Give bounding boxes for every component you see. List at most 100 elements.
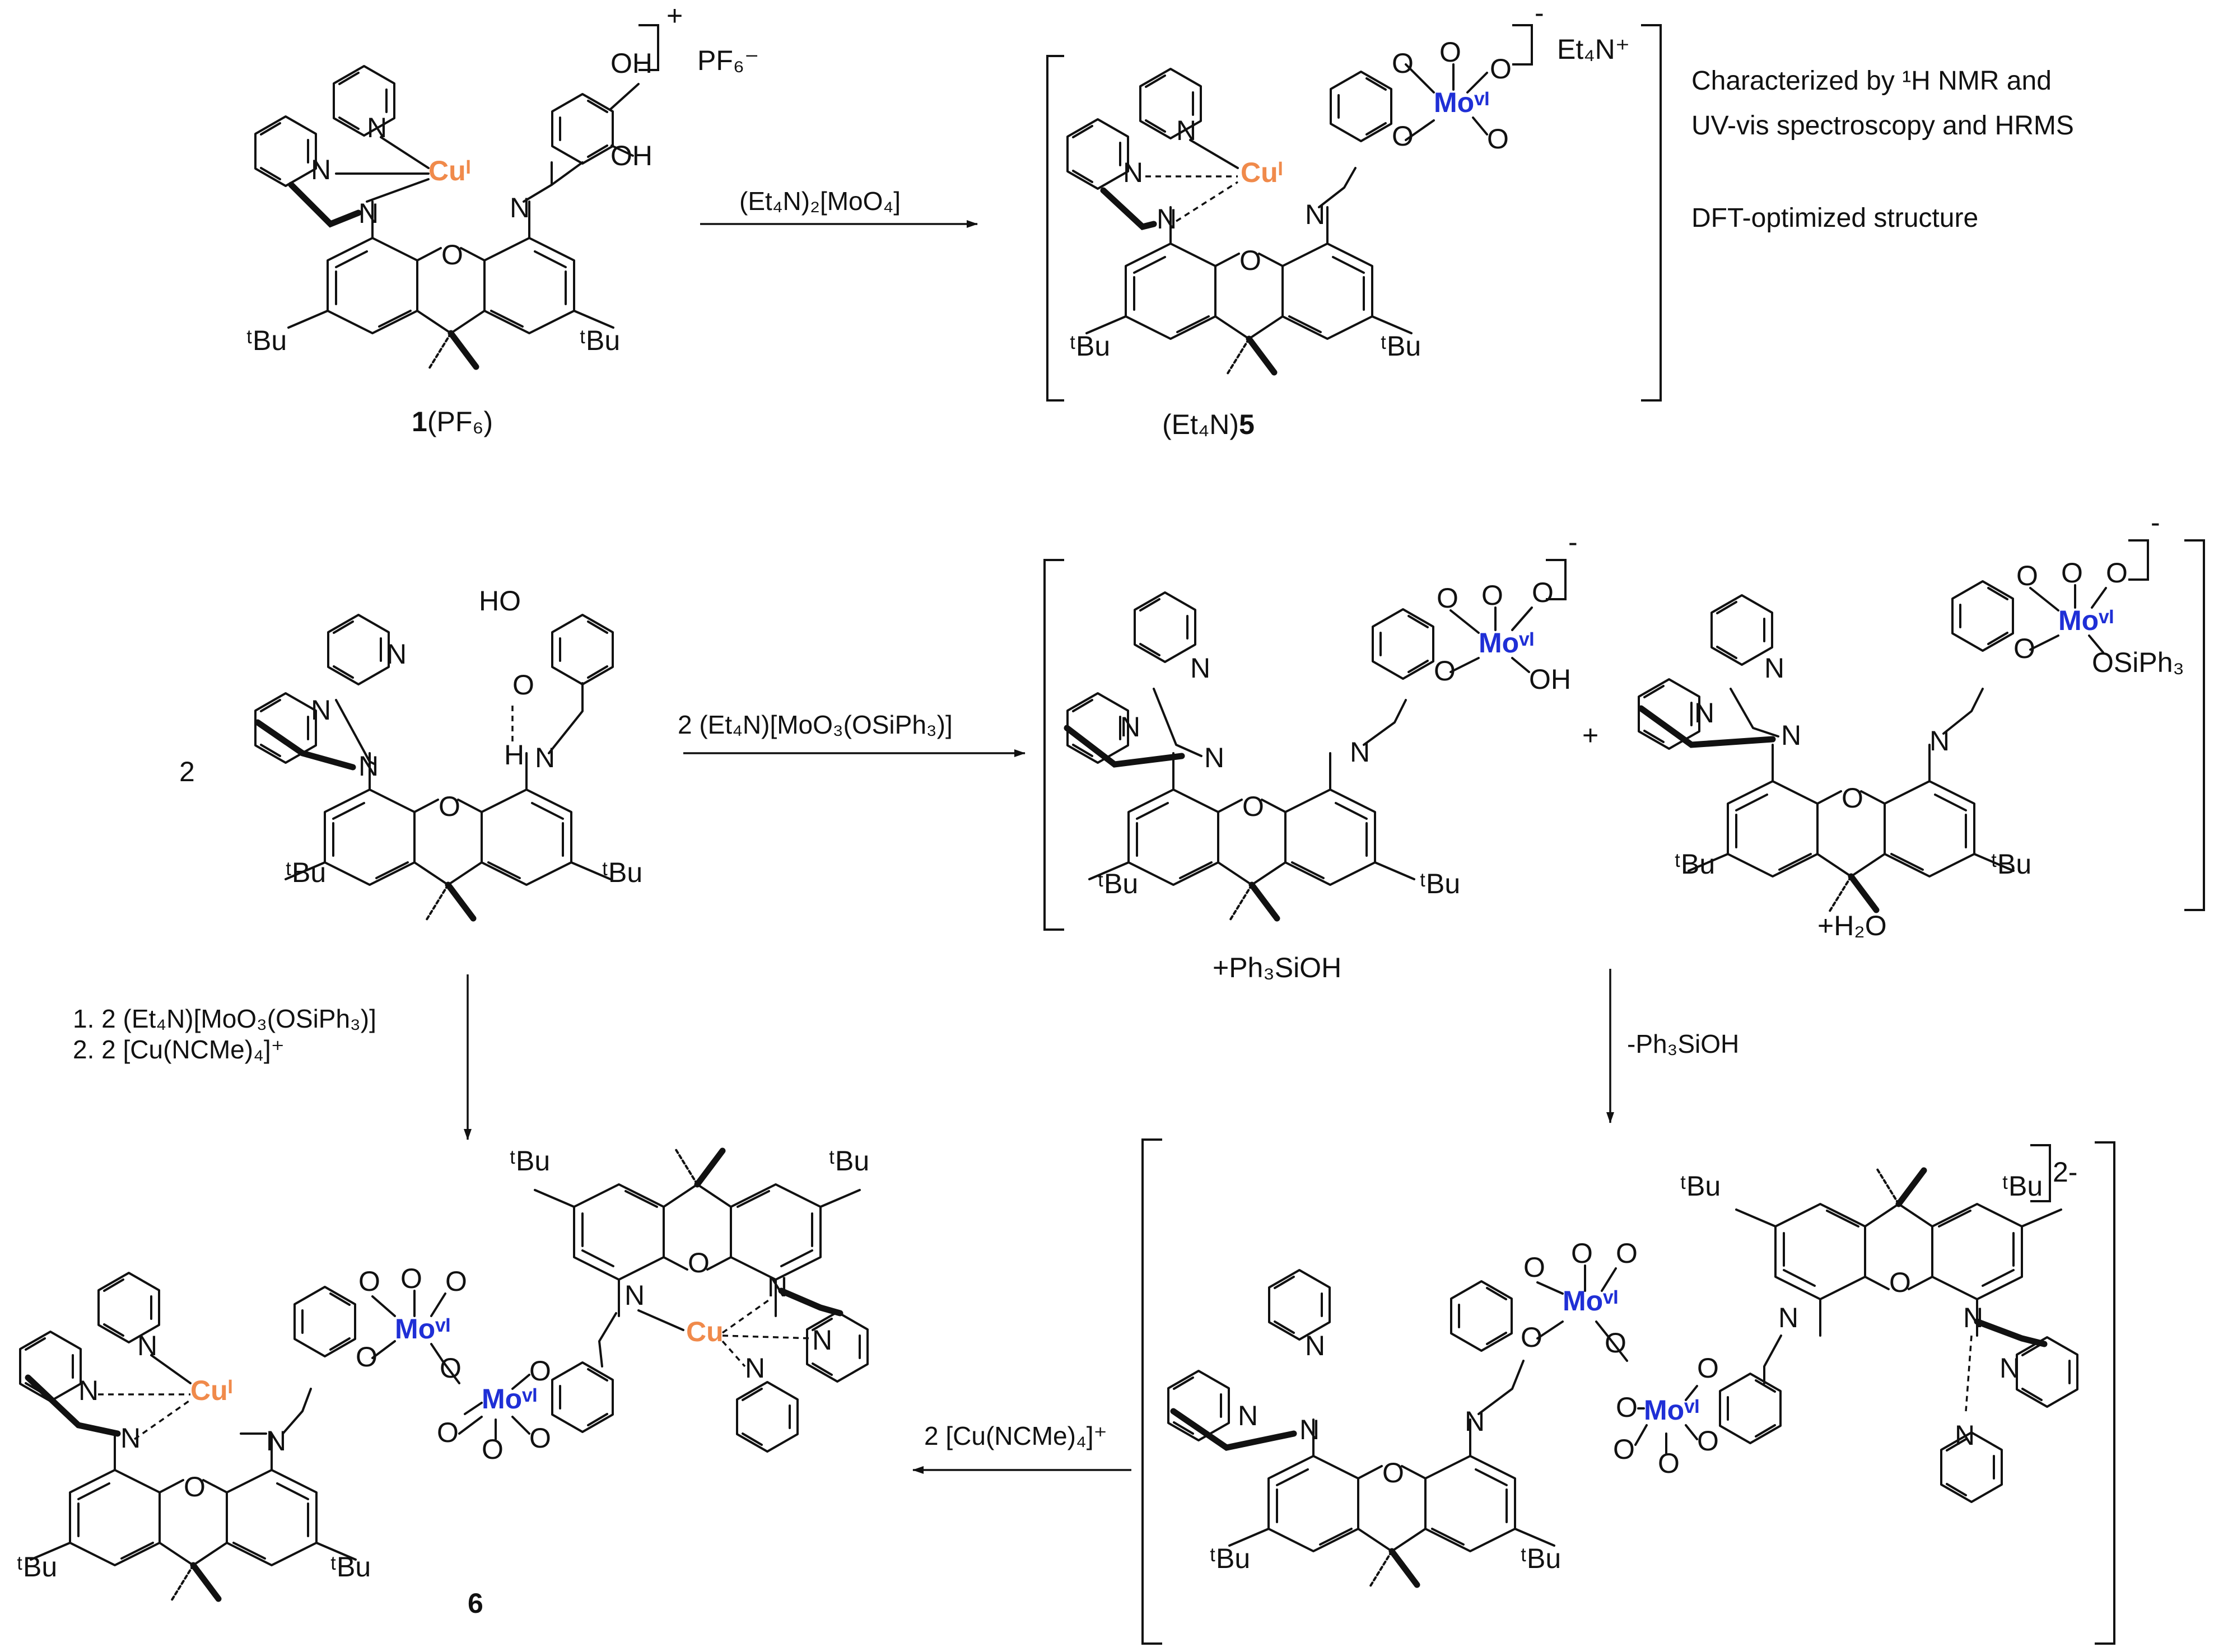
svg-text:ᵗBu: ᵗBu <box>1991 848 2031 880</box>
svg-text:ᵗBu: ᵗBu <box>1381 330 1421 362</box>
svg-text:N: N <box>1204 742 1224 773</box>
svg-text:Moᵛᴵ: Moᵛᴵ <box>482 1383 537 1415</box>
svg-text:HO: HO <box>479 585 521 617</box>
svg-text:ᵗBu: ᵗBu <box>1210 1543 1250 1574</box>
svg-text:N: N <box>1305 1330 1325 1361</box>
svg-text:ᵗBu: ᵗBu <box>829 1145 869 1177</box>
svg-text:O: O <box>441 239 463 270</box>
svg-text:O: O <box>1437 582 1458 614</box>
svg-text:+Ph₃SiOH: +Ph₃SiOH <box>1213 952 1341 983</box>
svg-text:ᵗBu: ᵗBu <box>286 857 326 888</box>
svg-text:ᵗBu: ᵗBu <box>1675 848 1715 880</box>
svg-text:2: 2 <box>179 756 195 787</box>
svg-text:O: O <box>2016 560 2038 591</box>
svg-text:Moᵛᴵ: Moᵛᴵ <box>395 1313 450 1345</box>
svg-text:O: O <box>1382 1457 1404 1488</box>
svg-text:O: O <box>1613 1434 1635 1465</box>
arrow-step1: (Et₄N)₂[MoO₄] <box>700 186 978 228</box>
svg-text:OH: OH <box>610 48 652 79</box>
svg-text:N: N <box>767 1271 787 1303</box>
svg-text:O: O <box>1571 1238 1593 1269</box>
svg-text:N: N <box>1999 1352 2020 1384</box>
compound-6-label: 6 <box>468 1588 483 1619</box>
svg-text:O: O <box>1889 1267 1911 1298</box>
compound-5-label: (Et₄N)5 <box>1162 409 1255 440</box>
svg-text:O: O <box>688 1247 710 1278</box>
svg-text:O: O <box>1487 123 1509 155</box>
svg-text:Cu: Cu <box>686 1316 724 1347</box>
svg-text:N: N <box>358 198 379 229</box>
svg-text:O: O <box>1616 1238 1638 1269</box>
svg-text:ᵗBu: ᵗBu <box>330 1551 371 1583</box>
svg-text:H: H <box>504 739 524 771</box>
svg-text:O: O <box>1439 36 1461 68</box>
svg-text:2 [Cu(NCMe)₄]⁺: 2 [Cu(NCMe)₄]⁺ <box>924 1421 1107 1450</box>
svg-text:ᵗBu: ᵗBu <box>17 1551 57 1583</box>
svg-text:PF₆⁻: PF₆⁻ <box>697 45 759 76</box>
svg-text:ᵗBu: ᵗBu <box>1070 330 1110 362</box>
svg-text:Cuᴵ: Cuᴵ <box>190 1375 233 1406</box>
svg-text:O: O <box>437 1417 459 1448</box>
svg-text:2. 2 [Cu(NCMe)₄]⁺: 2. 2 [Cu(NCMe)₄]⁺ <box>73 1035 285 1064</box>
svg-text:O: O <box>358 1266 380 1297</box>
svg-text:O: O <box>184 1471 206 1502</box>
svg-text:Cuᴵ: Cuᴵ <box>428 155 471 186</box>
svg-text:N: N <box>1963 1302 1983 1333</box>
svg-text:ᵗBu: ᵗBu <box>1521 1543 1561 1574</box>
svg-text:N: N <box>1157 203 1177 235</box>
svg-text:O: O <box>1697 1425 1719 1457</box>
svg-text:(Et₄N)₂[MoO₄]: (Et₄N)₂[MoO₄] <box>739 186 901 216</box>
svg-text:ᵗBu: ᵗBu <box>1420 868 1460 899</box>
svg-text:N: N <box>311 154 331 185</box>
svg-text:N: N <box>745 1352 765 1384</box>
svg-text:Et₄N⁺: Et₄N⁺ <box>1557 34 1630 65</box>
svg-text:O: O <box>1523 1252 1545 1283</box>
svg-text:N: N <box>1781 720 1801 751</box>
svg-text:N: N <box>812 1324 832 1356</box>
svg-text:O: O <box>1481 580 1503 611</box>
svg-text:O: O <box>1490 53 1512 85</box>
svg-text:UV-vis spectroscopy and HRMS: UV-vis spectroscopy and HRMS <box>1691 111 2074 141</box>
arrow-step2: 2 (Et₄N)[MoO₃(OSiPh₃)] <box>678 710 1026 757</box>
svg-text:+: + <box>666 0 683 31</box>
svg-text:N: N <box>1694 697 1714 729</box>
svg-text:O: O <box>1392 48 1414 79</box>
svg-text:ᵗBu: ᵗBu <box>1680 1170 1721 1202</box>
svg-text:N: N <box>1955 1420 1975 1451</box>
arrow-step3: -Ph₃SiOH <box>1606 969 1739 1123</box>
intermediate-mixture: O N N ᵗBu ᵗBu N N O O Moᵛᴵ O O OH - +Ph₃… <box>1043 507 2205 983</box>
compound-5-structure: O N N ᵗBu ᵗBu Cuᴵ N N O O Moᵛᴵ O O O - E… <box>1046 0 1662 402</box>
compound-6-structure: O N N ᵗBu ᵗBu Cuᴵ N N O O Moᵛᴵ O O O Moᵛ… <box>17 1145 869 1602</box>
svg-text:-: - <box>2151 507 2160 538</box>
svg-text:O: O <box>512 669 534 701</box>
svg-text:1. 2 (Et₄N)[MoO₃(OSiPh₃)]: 1. 2 (Et₄N)[MoO₃(OSiPh₃)] <box>73 1004 376 1033</box>
svg-text:N: N <box>386 638 407 670</box>
svg-text:O: O <box>439 791 460 822</box>
svg-text:+: + <box>1582 720 1598 751</box>
svg-text:N: N <box>1120 711 1140 743</box>
svg-text:O: O <box>2106 557 2128 589</box>
svg-text:OSiPh₃: OSiPh₃ <box>2092 647 2184 678</box>
svg-text:Moᵛᴵ: Moᵛᴵ <box>1563 1285 1618 1317</box>
arrow-step5: 1. 2 (Et₄N)[MoO₃(OSiPh₃)] 2. 2 [Cu(NCMe)… <box>73 974 472 1140</box>
svg-text:O: O <box>1242 791 1264 822</box>
svg-text:N: N <box>1299 1414 1320 1445</box>
svg-text:Cuᴵ: Cuᴵ <box>1241 157 1283 188</box>
svg-text:O: O <box>1658 1448 1680 1479</box>
characterization-notes: Characterized by ¹H NMR and UV-vis spect… <box>1691 66 2074 233</box>
svg-text:O: O <box>529 1355 551 1387</box>
svg-text:N: N <box>1764 652 1784 684</box>
svg-text:O: O <box>482 1434 504 1465</box>
svg-text:N: N <box>311 694 331 726</box>
compound-1-structure: O N N ᵗBu ᵗBu Cuᴵ N N OH OH + PF₆⁻ <box>246 0 759 370</box>
svg-text:2 (Et₄N)[MoO₃(OSiPh₃)]: 2 (Et₄N)[MoO₃(OSiPh₃)] <box>678 710 953 739</box>
svg-text:N: N <box>78 1375 99 1406</box>
svg-text:N: N <box>1238 1400 1258 1431</box>
dimolybdate-dianion: O N N ᵗBu ᵗBu N N O O Moᵛᴵ O O O Moᵛᴵ O … <box>1141 1138 2115 1645</box>
svg-text:ᵗBu: ᵗBu <box>510 1145 550 1177</box>
svg-text:-: - <box>1568 526 1578 558</box>
svg-text:N: N <box>1778 1302 1798 1333</box>
ligand-structure: 2 O N N ᵗBu ᵗBu N N H HO O <box>179 585 642 921</box>
arrow-step4: 2 [Cu(NCMe)₄]⁺ <box>912 1421 1131 1474</box>
